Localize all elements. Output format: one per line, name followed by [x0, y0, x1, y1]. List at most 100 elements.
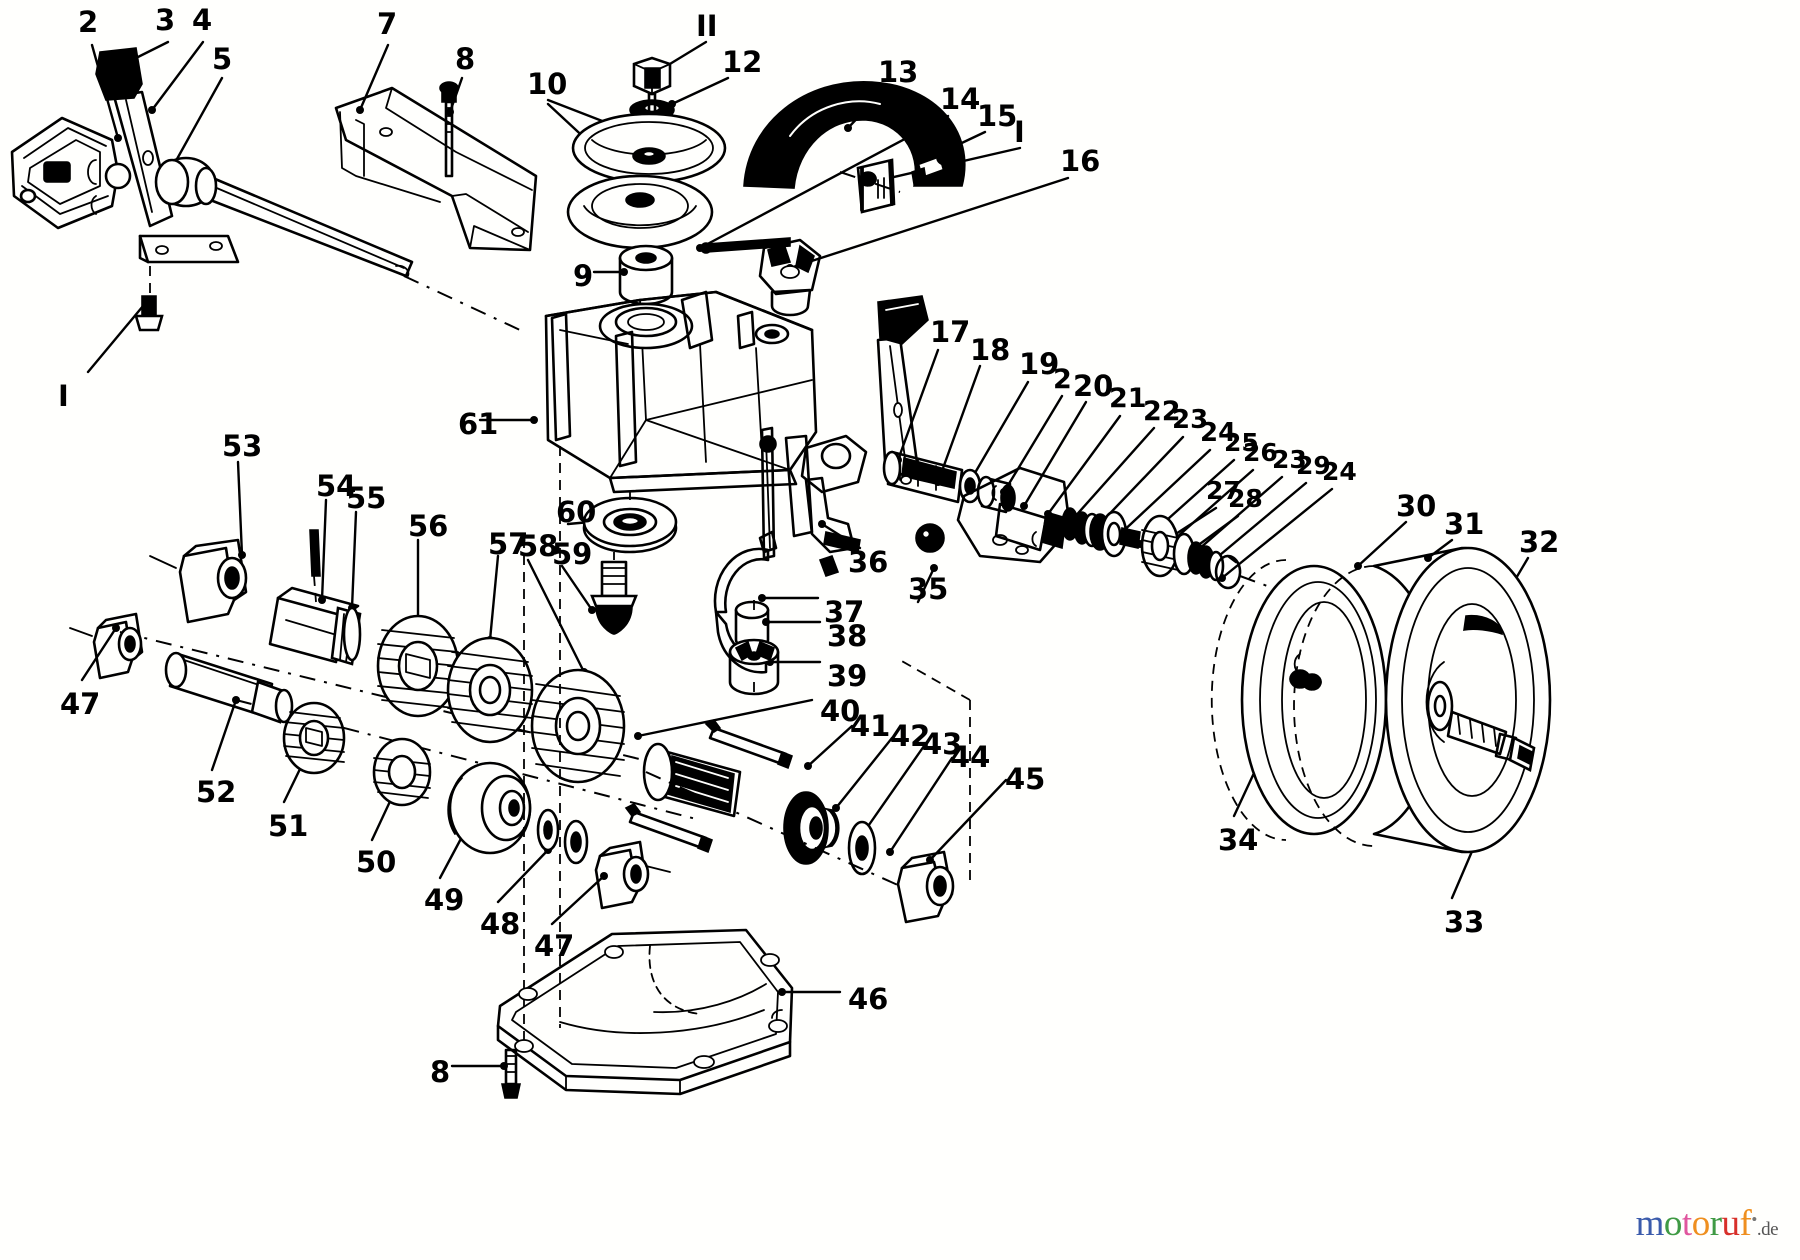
watermark-letter: u [1721, 1203, 1741, 1244]
callout-number-10: 10 [527, 67, 568, 101]
callout-number-47: 47 [60, 687, 101, 721]
leader-line-endpoint [778, 988, 786, 996]
leader-line-endpoint [804, 762, 812, 770]
callout-number-34: 34 [1218, 823, 1259, 857]
callout-number-28: 28 [1228, 484, 1263, 513]
callout-number-38: 38 [827, 619, 868, 653]
watermark-letter: r [1709, 1203, 1722, 1244]
callout-number-35: 35 [908, 572, 949, 606]
callout-number-2: 2 [78, 5, 99, 39]
callout-number-56: 56 [408, 509, 449, 543]
leader-line-endpoint [588, 606, 596, 614]
watermark-letter: o [1691, 1203, 1711, 1244]
watermark-letter: t [1681, 1203, 1692, 1244]
leader-line [488, 554, 500, 642]
leader-line [560, 564, 594, 612]
callout-number-17: 17 [930, 315, 971, 349]
callout-number-8: 8 [430, 1055, 451, 1089]
watermark-letter: o [1663, 1203, 1683, 1244]
gear-case-cover [496, 928, 794, 1099]
callout-number-26: 26 [1243, 438, 1278, 467]
callout-number-42: 42 [890, 719, 931, 753]
leader-line [350, 510, 358, 610]
callout-number-46: 46 [848, 982, 889, 1016]
leader-line [788, 176, 1070, 270]
callout-number-45: 45 [1005, 762, 1046, 796]
callout-number-33: 33 [1444, 905, 1485, 939]
leader-line [1220, 487, 1334, 580]
leader-line-endpoint [818, 520, 826, 528]
leader-line [806, 724, 854, 768]
leader-line [888, 756, 954, 854]
watermark-letter: f [1739, 1203, 1752, 1244]
wheel-assembly [1210, 546, 1552, 854]
callout-number-12: 12 [722, 45, 763, 79]
watermark-letter: m [1635, 1203, 1665, 1244]
leader-line [236, 460, 244, 557]
callout-number-47: 47 [534, 929, 575, 963]
callout-number-32: 32 [1519, 525, 1560, 559]
leader-line-endpoint [356, 106, 364, 114]
callout-number-9: 9 [573, 259, 594, 293]
callout-number-49: 49 [424, 883, 465, 917]
gear-case-housing [544, 290, 818, 494]
watermark-dot-icon: • [1751, 1210, 1757, 1229]
leader-line-endpoint [148, 106, 156, 114]
watermark-suffix: .de [1756, 1219, 1779, 1240]
callout-number-30: 30 [1396, 489, 1437, 523]
leader-line [496, 848, 550, 904]
motoruf-watermark: motoruf•.de [1635, 1203, 1779, 1244]
callout-number-51: 51 [268, 809, 309, 843]
callout-number-18: 18 [970, 333, 1011, 367]
callout-number-36: 36 [848, 545, 889, 579]
leader-line [526, 558, 586, 674]
leader-line [936, 364, 982, 484]
leader-line [970, 380, 1030, 480]
callout-number-24: 24 [1322, 457, 1357, 486]
leader-line-endpoint [930, 564, 938, 572]
leader-line-endpoint [634, 732, 642, 740]
leader-line [86, 298, 150, 374]
leader-line [550, 874, 606, 926]
callout-number-I: I [58, 379, 69, 413]
mounting-bracket-assembly [334, 81, 538, 252]
callout-number-2: 2 [1053, 364, 1072, 395]
callout-number-24: 24 [1200, 418, 1237, 448]
callout-number-48: 48 [480, 907, 521, 941]
pulley-assembly [566, 56, 727, 306]
callout-number-25: 25 [1224, 428, 1259, 457]
leader-line [916, 566, 936, 604]
callout-number-44: 44 [950, 740, 991, 774]
callout-number-8: 8 [455, 42, 476, 76]
leader-line [210, 698, 238, 772]
leader-line [1356, 520, 1408, 568]
callout-number-57: 57 [488, 527, 529, 561]
callout-number-16: 16 [1060, 144, 1101, 178]
callout-number-23: 23 [1272, 445, 1307, 474]
leader-line [1022, 400, 1088, 508]
leader-line [636, 698, 814, 738]
leader-lines-group [80, 40, 1530, 1070]
leader-line [1070, 426, 1156, 522]
callout-number-52: 52 [196, 775, 237, 809]
leader-line-endpoint [114, 134, 122, 142]
callout-number-20: 20 [1073, 369, 1114, 403]
callout-number-50: 50 [356, 845, 397, 879]
leader-line [170, 76, 224, 170]
leader-line-endpoint [832, 804, 840, 812]
leader-line [928, 778, 1008, 862]
callout-number-14: 14 [940, 82, 981, 116]
callout-number-61: 61 [458, 407, 499, 441]
callout-number-4: 4 [192, 3, 213, 37]
gear-train-assembly [69, 529, 701, 1050]
callout-number-55: 55 [346, 481, 387, 515]
leader-line [834, 736, 894, 810]
leader-line [896, 348, 940, 462]
leader-line-endpoint [600, 872, 608, 880]
leader-line-endpoint [1020, 502, 1028, 510]
callout-number-21: 21 [1109, 383, 1147, 414]
callout-number-60: 60 [556, 495, 597, 529]
leader-line [670, 76, 730, 106]
leader-line [320, 498, 328, 602]
